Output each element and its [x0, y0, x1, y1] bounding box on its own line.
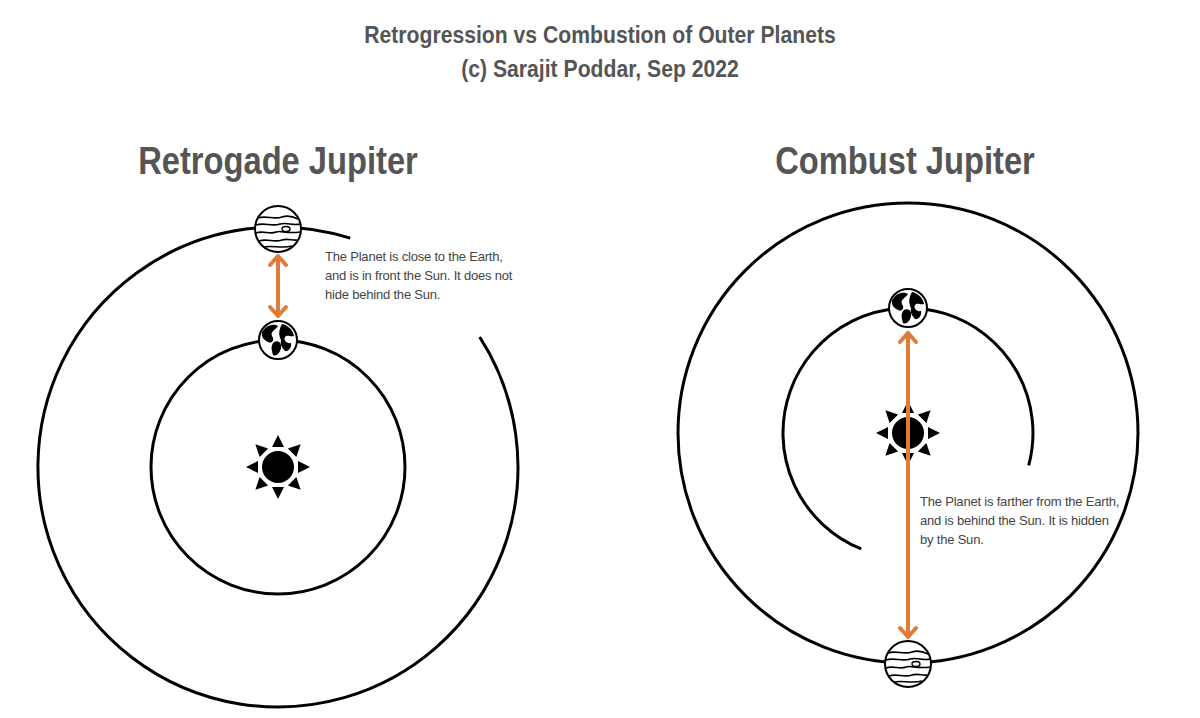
earth-symbol — [889, 289, 927, 327]
sun-symbol — [246, 435, 310, 499]
copyright-note: (c) Sarajit Poddar, Sep 2022 — [48, 56, 1152, 83]
diagram-title: Retrogression vs Combustion of Outer Pla… — [48, 22, 1152, 49]
explanation-note: The Planet is farther from the Earth, an… — [920, 492, 1120, 549]
distance-arrow — [900, 333, 916, 637]
jupiter-symbol — [885, 641, 931, 687]
outer-orbit — [678, 203, 1138, 663]
inner-orbit — [151, 340, 405, 594]
explanation-note: The Planet is close to the Earth, and is… — [325, 247, 525, 304]
jupiter-symbol — [255, 206, 301, 252]
outer-orbit — [38, 227, 518, 707]
distance-arrow — [270, 256, 286, 316]
panel-heading: Retrogade Jupiter — [106, 140, 450, 183]
earth-symbol — [259, 321, 297, 359]
panel-heading: Combust Jupiter — [733, 140, 1077, 183]
